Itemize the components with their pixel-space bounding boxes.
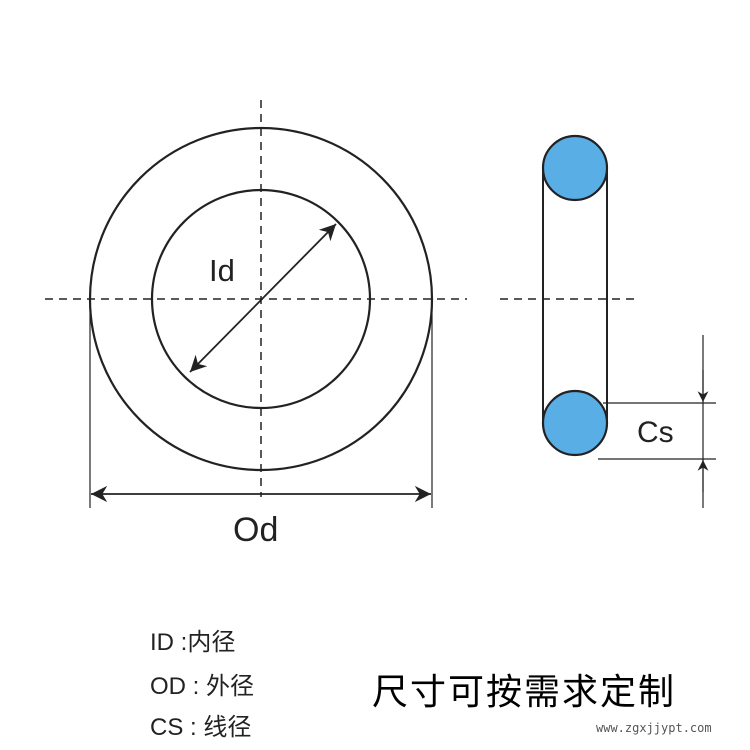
- legend-id: ID :内径: [150, 622, 235, 657]
- legend-value: 线径: [203, 714, 252, 741]
- legend-sep: :: [186, 673, 207, 700]
- id-dimension-arrow: [189, 223, 337, 373]
- cross-section-top: [541, 134, 609, 202]
- legend-value: 内径: [187, 629, 236, 656]
- legend-value: 外径: [206, 673, 255, 700]
- custom-size-slogan: 尺寸可按需求定制: [372, 671, 677, 712]
- id-label: Id: [209, 253, 235, 288]
- inner-circle: [150, 188, 372, 410]
- legend-cs: CS : 线径: [150, 707, 251, 742]
- legend-sep: :: [174, 629, 188, 656]
- cross-section-bottom: [541, 389, 609, 457]
- legend-od: OD : 外径: [150, 666, 254, 701]
- cs-label: Cs: [637, 416, 674, 449]
- od-label: Od: [233, 511, 279, 549]
- legend-key: CS: [150, 714, 184, 741]
- legend-key: OD: [150, 673, 186, 700]
- watermark: www.zgxjjypt.com: [596, 721, 712, 735]
- legend-sep: :: [183, 714, 204, 741]
- legend-key: ID: [150, 629, 174, 656]
- outer-circle: [88, 126, 434, 472]
